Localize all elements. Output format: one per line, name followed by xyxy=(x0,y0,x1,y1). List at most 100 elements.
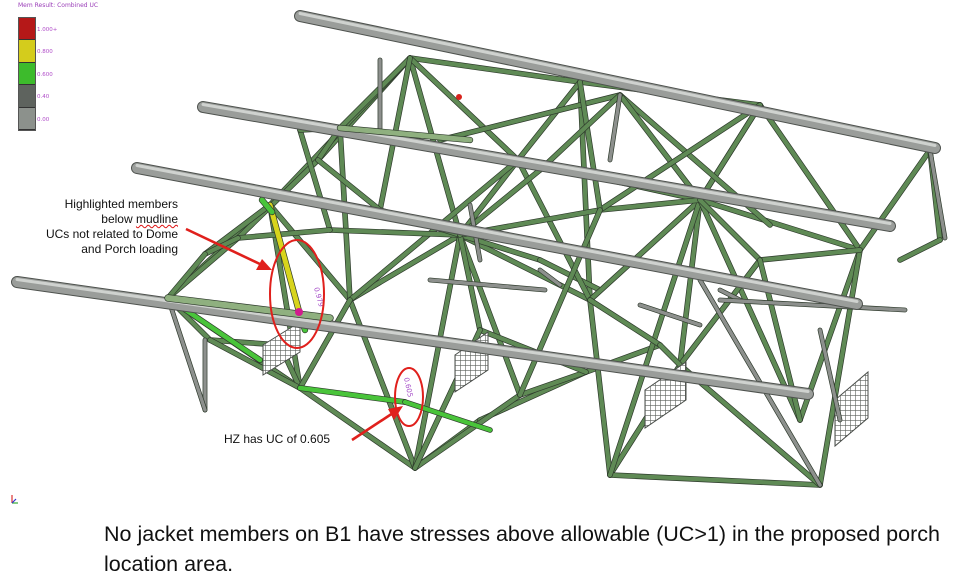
brace-member-66 xyxy=(207,337,303,391)
brace-member-5 xyxy=(297,385,418,471)
hz-callout-ellipse xyxy=(394,367,424,427)
brace-member-26 xyxy=(457,232,523,398)
brace-member-33 xyxy=(515,79,583,163)
brace-member-29 xyxy=(457,157,521,238)
grey-member-10 xyxy=(637,302,703,328)
legend-title: Mem Result: Combined UC xyxy=(18,2,99,9)
hz-member xyxy=(297,385,408,405)
legend-label-0: 1.000+ xyxy=(37,27,58,33)
brace-member-54 xyxy=(617,92,703,203)
highlighted-member-green-top xyxy=(258,196,276,216)
top-beam-0 xyxy=(294,10,941,154)
structure-viewport[interactable]: 0.979 0.605 xyxy=(0,0,964,510)
conclusion-text: No jacket members on B1 have stresses ab… xyxy=(104,522,940,576)
beam-green-overlay-1 xyxy=(164,294,334,322)
brace-member-27 xyxy=(457,232,543,263)
brace-member-69 xyxy=(657,342,683,368)
brace-member-24 xyxy=(517,369,589,398)
brace-member-73 xyxy=(577,79,603,213)
annot-line-4: and Porch loading xyxy=(81,242,178,256)
brace-member-39 xyxy=(757,102,863,253)
annot-line-2-prefix: below xyxy=(101,212,136,226)
legend-label-1: 0.800 xyxy=(37,49,53,56)
callout-markers xyxy=(185,227,424,442)
brace-member-62 xyxy=(165,251,208,301)
top-beam-1 xyxy=(197,101,896,232)
grey-member-8 xyxy=(817,327,843,423)
brace-member-40 xyxy=(697,102,763,203)
hz-member-uc-label: 0.605 xyxy=(402,377,414,398)
highlight-callout-ellipse xyxy=(269,239,325,349)
brace-member-55 xyxy=(437,92,623,143)
legend-swatch-0 xyxy=(19,18,35,41)
brace-member-59 xyxy=(235,227,333,241)
legend-swatch-1 xyxy=(19,40,35,63)
grey-member-5 xyxy=(717,287,743,303)
highlight-callout-arrowhead xyxy=(256,259,272,270)
beam-green-overlay-2 xyxy=(336,124,474,144)
brace-member-11 xyxy=(267,202,353,303)
brace-member-23 xyxy=(412,392,523,471)
brace-member-41 xyxy=(587,297,613,478)
legend-swatch-4 xyxy=(19,107,35,130)
top-beam-2 xyxy=(131,162,863,310)
brace-member-15 xyxy=(337,55,413,131)
grey-member-9 xyxy=(717,297,908,313)
flagged-joint-marker xyxy=(456,94,462,100)
grey-member-6 xyxy=(607,92,623,163)
uc-legend xyxy=(18,17,36,131)
brace-member-44 xyxy=(607,197,703,478)
brace-member-77 xyxy=(315,157,383,213)
brace-member-45 xyxy=(697,197,803,423)
brace-member-13 xyxy=(337,125,353,303)
brace-member-82 xyxy=(697,197,763,263)
legend-swatch-2 xyxy=(19,62,35,86)
brace-member-43 xyxy=(607,472,823,488)
brace-member-35 xyxy=(587,197,703,303)
brace-member-57 xyxy=(327,227,463,238)
annot-line-2-word: mudline xyxy=(135,212,178,226)
highlighted-member-yellow xyxy=(266,201,304,319)
mudmat-0 xyxy=(262,321,301,376)
grey-member-12 xyxy=(427,277,548,293)
top-beam-3 xyxy=(11,276,814,400)
brace-member-18 xyxy=(577,79,593,303)
grey-legs xyxy=(165,57,948,488)
brace-member-21 xyxy=(347,232,463,303)
legend-label-4: 0.00 xyxy=(37,116,50,123)
brace-member-72 xyxy=(597,102,763,213)
axis-triad-icon xyxy=(11,495,18,504)
brace-member-32 xyxy=(407,55,521,163)
brace-member-38 xyxy=(697,197,863,253)
annot-line-3: UCs not related to Dome xyxy=(45,227,178,241)
brace-member-30 xyxy=(515,157,593,303)
grey-member-4 xyxy=(927,147,948,241)
brace-member-81 xyxy=(757,247,863,263)
legend-label-3: 0.40 xyxy=(37,94,50,101)
highlighted-members-annotation: Highlighted members below mudline UCs no… xyxy=(40,197,178,257)
brace-member-67 xyxy=(297,297,353,391)
brace-member-71 xyxy=(597,197,703,213)
legend-swatch-3 xyxy=(19,85,35,108)
brace-member-37 xyxy=(677,197,703,368)
highlight-callout-arrow xyxy=(185,227,263,267)
brace-member-17 xyxy=(407,55,583,85)
highlight-joint-marker xyxy=(295,308,303,316)
legend-label-2: 0.600 xyxy=(37,71,53,78)
annot-line-2: below mudline xyxy=(40,212,178,227)
brace-member-22 xyxy=(412,232,463,471)
grey-member-1 xyxy=(165,295,208,413)
hz-member-continued xyxy=(402,399,493,433)
brace-member-50 xyxy=(817,247,863,488)
brace-member-56 xyxy=(297,127,333,233)
brace-member-84 xyxy=(537,92,623,173)
annot-line-1: Highlighted members xyxy=(64,197,178,211)
brace-member-47 xyxy=(857,147,933,253)
brace-member-74 xyxy=(517,207,603,398)
brace-member-49 xyxy=(897,237,943,263)
mudmat-3 xyxy=(834,370,869,448)
brace-member-68 xyxy=(587,297,663,348)
grey-member-7 xyxy=(537,267,563,288)
hz-callout-arrow xyxy=(351,411,394,442)
hz-callout-arrowhead xyxy=(388,406,403,420)
